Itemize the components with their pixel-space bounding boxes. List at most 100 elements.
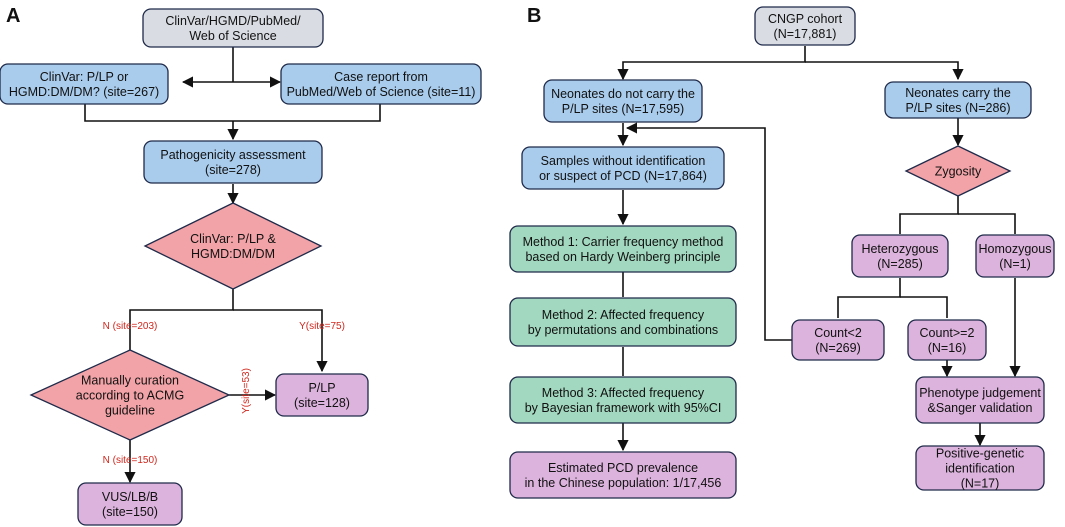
node-shape (280, 63, 482, 105)
edge-label-n-150: N (site=150) (103, 455, 158, 466)
node-shape (143, 202, 323, 290)
node-text-line: guideline (105, 404, 155, 418)
node-text-line: in the Chinese population: 1/17,456 (525, 476, 722, 490)
node-text-line: (N=269) (815, 341, 861, 355)
node-b-count-lt2: Count<2(N=269) (791, 319, 885, 361)
node-text-line: Phenotype judgement (919, 386, 1041, 400)
node-text-line: HGMD:DM/DM (191, 247, 275, 261)
node-shape (791, 319, 885, 361)
node-text-line: Neonates do not carry the (551, 87, 695, 101)
node-shape (904, 145, 1012, 197)
node-a-decision1: ClinVar: P/LP &HGMD:DM/DM (143, 202, 323, 290)
edge-labels: N (site=203) Y(site=75) Y(site=53) N (si… (103, 321, 345, 466)
node-shape (143, 140, 323, 184)
node-text-line: (site=150) (102, 505, 158, 519)
node-text-line: &Sanger validation (928, 401, 1033, 415)
node-text-line: PubMed/Web of Science (site=11) (287, 85, 476, 99)
node-text-line: (site=128) (294, 396, 350, 410)
node-text-line: Manually curation (81, 374, 179, 388)
node-text-line: Method 2: Affected frequency (542, 308, 705, 322)
node-text-line: Case report from (334, 70, 428, 84)
node-a-patho: Pathogenicity assessment(site=278) (143, 140, 323, 184)
node-text-line: Samples without identification (541, 154, 706, 168)
node-text-line: ClinVar/HGMD/PubMed/ (165, 14, 301, 28)
node-text-line: Method 3: Affected frequency (542, 386, 705, 400)
node-text-line: Zygosity (935, 165, 982, 179)
node-text-line: (N=1) (999, 257, 1031, 271)
node-text-line: Positive-genetic (936, 447, 1024, 461)
node-text-line: Neonates carry the (905, 86, 1011, 100)
node-text-line: P/LP sites (N=286) (905, 101, 1010, 115)
node-text-line: CNGP cohort (768, 12, 843, 26)
edge-label-y-53: Y(site=53) (241, 368, 252, 414)
node-text-line: or suspect of PCD (N=17,864) (539, 169, 707, 183)
node-a-source: ClinVar/HGMD/PubMed/Web of Science (142, 8, 324, 48)
node-b-count-ge2: Count>=2(N=16) (907, 319, 987, 361)
node-shape (851, 234, 949, 278)
node-shape (915, 376, 1045, 424)
node-shape (275, 373, 369, 417)
node-b-zygosity: Zygosity (904, 145, 1012, 197)
node-shape (907, 319, 987, 361)
node-text-line: (site=278) (205, 163, 261, 177)
node-shape (915, 445, 1045, 491)
node-b-phenotype: Phenotype judgement&Sanger validation (915, 376, 1045, 424)
node-a-plp: P/LP(site=128) (275, 373, 369, 417)
node-text-line: VUS/LB/B (102, 490, 158, 504)
edges-panel-b (617, 46, 1021, 452)
node-shape (975, 234, 1055, 278)
node-text-line: Count>=2 (920, 326, 975, 340)
node-text-line: based on Hardy Weinberg principle (525, 250, 720, 264)
node-text-line: Web of Science (189, 29, 276, 43)
node-shape (0, 63, 169, 105)
node-shape (543, 79, 703, 123)
node-shape (509, 451, 737, 499)
node-text-line: (N=16) (928, 341, 967, 355)
node-text-line: identification (945, 462, 1015, 476)
nodes-layer: ClinVar/HGMD/PubMed/Web of ScienceClinVa… (0, 6, 1055, 526)
node-text-line: Homozygous (979, 242, 1052, 256)
node-shape (142, 8, 324, 48)
node-shape (521, 146, 725, 190)
node-b-hetero: Heterozygous(N=285) (851, 234, 949, 278)
edges-panel-a (84, 46, 381, 484)
node-text-line: Estimated PCD prevalence (548, 461, 698, 475)
node-a-vus: VUS/LB/B(site=150) (77, 482, 183, 526)
node-text-line: Heterozygous (861, 242, 938, 256)
edge-label-y-75: Y(site=75) (299, 321, 345, 332)
node-shape (884, 81, 1032, 119)
panel-label-a: A (6, 5, 20, 27)
node-text-line: P/LP sites (N=17,595) (562, 102, 684, 116)
node-text-line: ClinVar: P/LP & (190, 232, 276, 246)
node-text-line: by Bayesian framework with 95%CI (525, 401, 722, 415)
panel-label-b: B (527, 5, 541, 27)
node-text-line: Count<2 (814, 326, 862, 340)
node-text-line: (N=285) (877, 257, 923, 271)
node-text-line: according to ACMG (76, 389, 184, 403)
node-shape (509, 297, 737, 347)
node-text-line: Pathogenicity assessment (160, 148, 306, 162)
node-shape (509, 225, 737, 273)
node-b-method1: Method 1: Carrier frequency methodbased … (509, 225, 737, 273)
edge-label-n-203: N (site=203) (103, 321, 158, 332)
node-text-line: ClinVar: P/LP or (40, 70, 128, 84)
node-text-line: HGMD:DM/DM? (site=267) (9, 85, 159, 99)
node-text-line: (N=17) (961, 477, 1000, 491)
node-shape (754, 6, 856, 46)
node-shape (77, 482, 183, 526)
node-text-line: Method 1: Carrier frequency method (523, 235, 724, 249)
node-b-homo: Homozygous(N=1) (975, 234, 1055, 278)
node-shape (509, 376, 737, 424)
node-shape (29, 349, 231, 441)
